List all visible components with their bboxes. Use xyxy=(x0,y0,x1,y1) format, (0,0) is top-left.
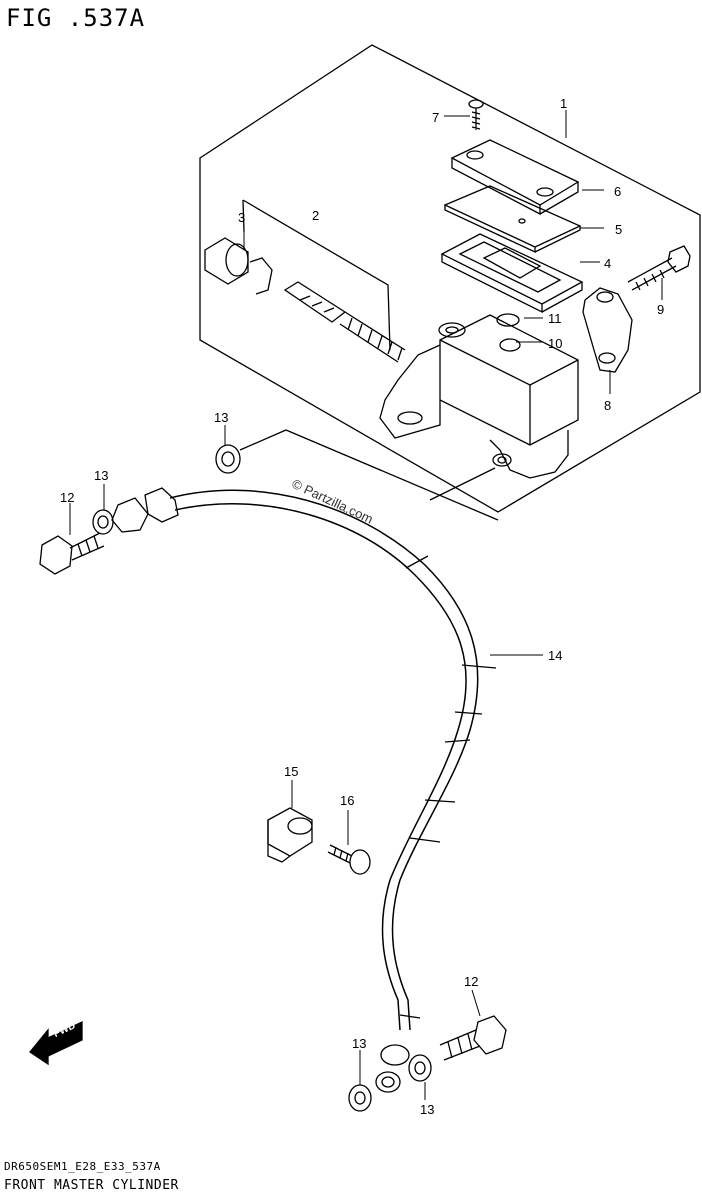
banjo-bolt-part-12-upper xyxy=(39,532,105,575)
callout-13-c: 13 xyxy=(352,1036,367,1051)
callout-13-d: 13 xyxy=(420,1102,435,1117)
brake-hose-part-14 xyxy=(111,487,497,1093)
callout-16: 16 xyxy=(340,793,355,808)
washer-part-13-a xyxy=(215,444,241,474)
callout-7: 7 xyxy=(432,110,440,125)
fwd-arrow-icon xyxy=(29,1020,83,1066)
washer-part-13-c xyxy=(348,1084,372,1112)
hose-clamp-part-15 xyxy=(267,807,313,863)
callout-11: 11 xyxy=(548,311,562,326)
master-cylinder-body xyxy=(379,313,579,479)
callout-14: 14 xyxy=(548,648,563,663)
washer-part-13-b xyxy=(92,509,114,535)
diaphragm-plate-part-5 xyxy=(443,185,582,254)
bolt-part-9 xyxy=(627,245,691,291)
callout-1: 1 xyxy=(560,96,568,111)
figure-title: FIG .537A xyxy=(6,4,146,32)
assembly-outline xyxy=(199,44,701,513)
callout-12-lower: 12 xyxy=(464,974,479,989)
reservoir-cap-part-6 xyxy=(450,139,580,216)
callout-6: 6 xyxy=(614,184,622,199)
callout-15: 15 xyxy=(284,764,299,779)
diaphragm-part-4 xyxy=(440,233,584,314)
screw-part-16 xyxy=(327,844,371,875)
callout-13-b: 13 xyxy=(94,468,109,483)
piston-assembly-part-3 xyxy=(204,237,406,363)
callout-5: 5 xyxy=(615,222,623,237)
hose-leader xyxy=(239,429,499,521)
callout-4: 4 xyxy=(604,256,612,271)
callout-2: 2 xyxy=(312,208,320,223)
callout-3: 3 xyxy=(238,210,246,225)
leader-lines xyxy=(69,110,663,1100)
callout-13-a: 13 xyxy=(214,410,229,425)
callout-8: 8 xyxy=(604,398,612,413)
callout-10: 10 xyxy=(548,336,563,351)
banjo-bolt-part-12-lower xyxy=(439,1015,507,1061)
washer-part-13-d xyxy=(408,1054,432,1082)
callout-12-upper: 12 xyxy=(60,490,75,505)
screw-part-7 xyxy=(468,99,484,130)
clamp-part-8 xyxy=(582,287,633,373)
callout-9: 9 xyxy=(657,302,665,317)
figure-name: FRONT MASTER CYLINDER xyxy=(4,1178,179,1193)
figure-code: DR650SEM1_E28_E33_537A xyxy=(4,1160,161,1173)
